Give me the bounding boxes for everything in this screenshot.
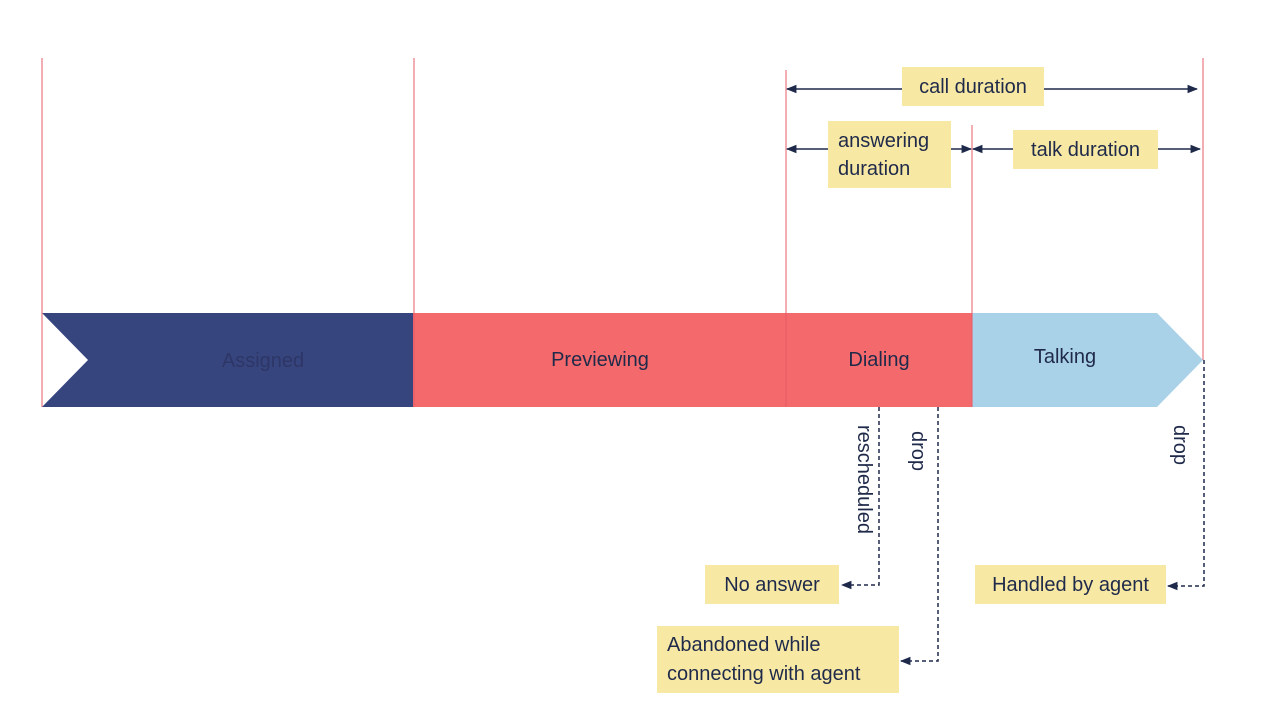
drop-talking-label: drop <box>1169 425 1191 466</box>
stage-previewing-bar <box>413 313 786 407</box>
handled-by-agent-outcome: Handled by agent <box>975 565 1166 604</box>
no-answer-text: No answer <box>724 573 820 596</box>
abandoned-line2: connecting with agent <box>667 662 861 685</box>
stage-talking-bar <box>972 313 1203 407</box>
rescheduled-label: rescheduled <box>853 425 875 534</box>
drop-dialing-connector <box>899 407 939 666</box>
no-answer-outcome: No answer <box>705 565 839 604</box>
talk-duration-label: talk duration <box>1013 130 1158 169</box>
stage-dialing-label: Dialing <box>848 349 909 371</box>
handled-by-agent-text: Handled by agent <box>992 573 1149 596</box>
abandoned-outcome: Abandoned while connecting with agent <box>657 626 899 693</box>
call-duration-text: call duration <box>919 75 1027 98</box>
call-duration-label: call duration <box>902 67 1044 106</box>
rescheduled-connector <box>840 407 880 590</box>
stage-talking-label: Talking <box>1034 346 1096 368</box>
drop-talking-connector <box>1166 360 1205 591</box>
drop-dialing-label: drop <box>907 431 929 472</box>
answering-duration-label: answering duration <box>828 121 951 188</box>
answering-duration-line2: duration <box>838 157 911 180</box>
talk-duration-text: talk duration <box>1031 138 1140 161</box>
stage-previewing-label: Previewing <box>551 349 649 371</box>
answering-duration-line1: answering <box>838 129 930 152</box>
stage-assigned-label: Assigned <box>222 350 304 372</box>
stage-dialing-bar <box>786 313 972 407</box>
stage-assigned-bar <box>42 313 413 407</box>
abandoned-line1: Abandoned while <box>667 633 821 656</box>
